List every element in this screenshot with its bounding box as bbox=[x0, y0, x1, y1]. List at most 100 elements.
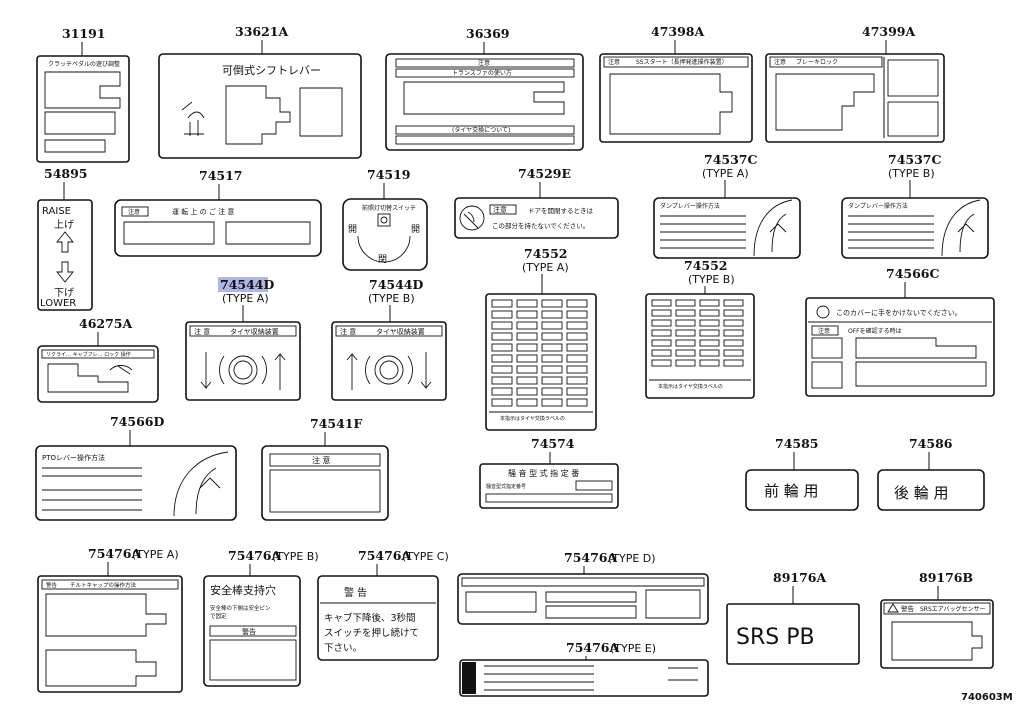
label-74586[interactable]: 74586 後 輪 用 bbox=[877, 436, 985, 511]
label-75476A-type-d[interactable]: 75476A (TYPE D) bbox=[457, 550, 709, 625]
part-number: 31191 bbox=[62, 26, 106, 41]
label-text: PTOレバー操作方法 bbox=[42, 453, 105, 462]
label-74519[interactable]: 74519 前照灯切替スイッチ 開 開 閉 bbox=[342, 167, 428, 271]
type-label: (TYPE B) bbox=[272, 550, 319, 563]
table-cell bbox=[491, 365, 513, 374]
label-text: リクライ… キャブフレ… ロック 操作 bbox=[46, 351, 131, 358]
label-74585[interactable]: 74585 前 輪 用 bbox=[745, 436, 859, 511]
table-cell bbox=[541, 299, 563, 308]
label-text: タイヤ収納装置 bbox=[230, 327, 279, 336]
table-cell bbox=[566, 332, 588, 341]
table-cell bbox=[651, 329, 672, 337]
table-cell bbox=[516, 299, 538, 308]
part-number: 75476A bbox=[228, 548, 281, 563]
raise-text: RAISE bbox=[42, 206, 71, 217]
label-74566C[interactable]: 74566C このカバーに手をかけないでください。 注意 OFFを確認する時は bbox=[805, 266, 995, 397]
label-text: 本指示はタイヤ交換ラベルの bbox=[500, 415, 565, 422]
part-number: 74586 bbox=[909, 436, 953, 451]
type-label: (TYPE E) bbox=[610, 642, 656, 655]
label-text: ドアを開閉するときは bbox=[528, 207, 594, 215]
type-label: (TYPE A) bbox=[702, 167, 749, 180]
type-label: (TYPE B) bbox=[688, 273, 735, 286]
label-33621A[interactable]: 33621A 可倒式シフトレバー bbox=[158, 24, 362, 159]
table-cell bbox=[566, 354, 588, 363]
table-cell bbox=[699, 359, 720, 367]
part-number: 54895 bbox=[44, 166, 88, 181]
label-47398A[interactable]: 47398A 注意 SSスタート（長押発進操作装置） bbox=[599, 24, 753, 143]
label-text: 注意 bbox=[478, 59, 490, 67]
label-text: ダンプレバー操作方法 bbox=[848, 202, 908, 210]
type-label: (TYPE B) bbox=[888, 167, 935, 180]
label-46275A[interactable]: 46275A リクライ… キャブフレ… ロック 操作 bbox=[37, 316, 159, 403]
label-text: SRSエアバッグセンサー bbox=[920, 605, 986, 613]
label-text: 注 意 bbox=[340, 327, 356, 336]
label-text: 閉 bbox=[378, 254, 387, 265]
label-31191[interactable]: 31191 クラッチペダルの遊び調整 bbox=[36, 26, 130, 163]
part-number: 74537C bbox=[888, 152, 941, 167]
table-cell bbox=[516, 387, 538, 396]
label-74552-type-a[interactable]: 74552 (TYPE A) 本指示はタイヤ交換ラベルの bbox=[485, 246, 597, 431]
label-text: OFFを確認する時は bbox=[848, 327, 902, 335]
table-grid bbox=[491, 299, 588, 407]
label-74517[interactable]: 74517 注意 運 転 上 の ご 注 意 bbox=[114, 168, 322, 257]
label-74541F[interactable]: 74541F 注 意 bbox=[261, 416, 389, 521]
label-89176B[interactable]: 89176B 警告 SRSエアバッグセンサー bbox=[880, 570, 994, 669]
label-74552-type-b[interactable]: 74552 (TYPE B) 本指示はタイヤ交換ラベルの bbox=[645, 258, 755, 399]
label-text: 注 意 bbox=[312, 455, 331, 465]
table-cell bbox=[723, 319, 744, 327]
part-number: 74544D bbox=[369, 277, 423, 292]
label-75476A-type-c[interactable]: 75476A (TYPE C) 警 告 キャブ下降後、3秒間 スイッチを押し続け… bbox=[317, 548, 449, 661]
table-cell bbox=[491, 398, 513, 407]
table-cell bbox=[566, 398, 588, 407]
label-54895[interactable]: 54895 RAISE 上げ 下げ LOWER bbox=[37, 166, 93, 311]
table-cell bbox=[675, 309, 696, 317]
label-75476A-type-b[interactable]: 75476A (TYPE B) 安全棒支持穴 安全棒の下側は安全ピン で固定 警… bbox=[203, 548, 319, 687]
part-number: 75476A bbox=[564, 550, 617, 565]
table-cell bbox=[516, 398, 538, 407]
table-cell bbox=[541, 332, 563, 341]
type-label: (TYPE B) bbox=[368, 292, 415, 305]
svg-text:で固定: で固定 bbox=[210, 612, 227, 620]
part-number: 74585 bbox=[775, 436, 819, 451]
table-cell bbox=[541, 365, 563, 374]
table-cell bbox=[651, 339, 672, 347]
table-cell bbox=[675, 359, 696, 367]
label-text: タイヤ収納装置 bbox=[376, 327, 425, 336]
part-number: 75476A bbox=[566, 640, 619, 655]
table-cell bbox=[516, 343, 538, 352]
part-number: 33621A bbox=[235, 24, 288, 39]
label-74544D-type-a[interactable]: 74544D (TYPE A) 注 意 タイヤ収納装置 bbox=[185, 277, 301, 401]
label-text: 注意 bbox=[493, 205, 507, 214]
label-text: ダンプレバー操作方法 bbox=[660, 202, 720, 210]
table-cell bbox=[541, 310, 563, 319]
label-text: チルトキャップの操作方法 bbox=[70, 581, 137, 589]
label-47399A[interactable]: 47399A 注意 ブレーキロック bbox=[765, 24, 945, 143]
table-cell bbox=[491, 387, 513, 396]
label-74544D-type-b[interactable]: 74544D (TYPE B) 注 意 タイヤ収納装置 bbox=[331, 277, 447, 401]
label-74529E[interactable]: 74529E 注意 ドアを開閉するときは この部分を持たないでください。 bbox=[454, 166, 619, 239]
label-74537C-type-a[interactable]: 74537C (TYPE A) ダンプレバー操作方法 bbox=[653, 152, 801, 259]
table-cell bbox=[516, 376, 538, 385]
table-grid bbox=[651, 299, 744, 367]
label-text: この部分を持たないでください。 bbox=[492, 221, 589, 230]
type-label: (TYPE A) bbox=[522, 261, 569, 274]
type-label: (TYPE D) bbox=[608, 552, 656, 565]
table-cell bbox=[675, 329, 696, 337]
label-text: 開 bbox=[348, 224, 357, 235]
label-89176A[interactable]: 89176A SRS PB bbox=[726, 570, 860, 665]
part-number: 75476A bbox=[88, 546, 141, 561]
label-74566D[interactable]: 74566D PTOレバー操作方法 bbox=[35, 414, 237, 521]
table-cell bbox=[699, 329, 720, 337]
table-cell bbox=[675, 319, 696, 327]
label-36369[interactable]: 36369 注意 トランスファの使い方 (タイヤ交換について) bbox=[385, 26, 584, 151]
label-75476A-type-e[interactable]: 75476A (TYPE E) bbox=[459, 640, 709, 697]
label-75476A-type-a[interactable]: 75476A (TYPE A) 警告 チルトキャップの操作方法 bbox=[37, 546, 183, 693]
table-cell bbox=[723, 299, 744, 307]
part-number: 74517 bbox=[199, 168, 243, 183]
table-cell bbox=[651, 309, 672, 317]
label-text: 安全棒支持穴 bbox=[210, 583, 276, 597]
label-74574[interactable]: 74574 騒 音 型 式 指 定 番 騒音型式指定番号 bbox=[479, 436, 619, 509]
svg-text:開: 開 bbox=[411, 224, 420, 235]
label-74537C-type-b[interactable]: 74537C (TYPE B) ダンプレバー操作方法 bbox=[841, 152, 989, 259]
